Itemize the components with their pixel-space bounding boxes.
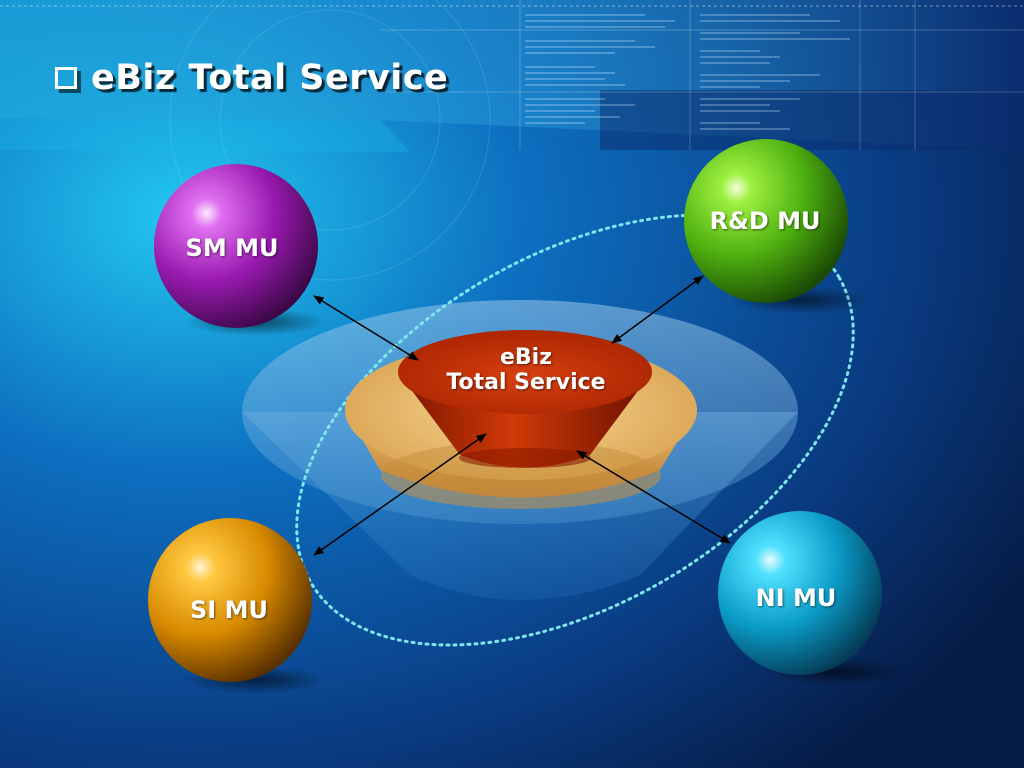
center-label: eBiz Total Service — [446, 345, 605, 395]
ni-mu-label: NI MU — [755, 584, 837, 612]
arrow-si-core — [313, 433, 487, 556]
sm-mu-sphere — [154, 164, 318, 328]
arrow-rd-core — [611, 275, 704, 344]
center-label-line2: Total Service — [446, 370, 606, 395]
title-text: eBiz Total Service — [91, 58, 449, 98]
rd-mu-label: R&D MU — [709, 207, 821, 235]
si-mu-label: SI MU — [190, 596, 268, 624]
arrow-sm-core — [313, 295, 419, 361]
rd-mu-sphere — [684, 139, 848, 303]
center-label-line1: eBiz — [499, 345, 553, 370]
ni-mu-sphere — [718, 511, 882, 675]
orbit-ring — [295, 213, 855, 647]
checkbox-bullet-icon — [55, 67, 77, 89]
si-mu-sphere — [148, 518, 312, 682]
connector-arrows — [313, 275, 731, 556]
arrow-ni-core — [576, 450, 731, 544]
sm-mu-label: SM MU — [185, 234, 279, 262]
slide-title: eBiz Total Service — [55, 58, 448, 98]
